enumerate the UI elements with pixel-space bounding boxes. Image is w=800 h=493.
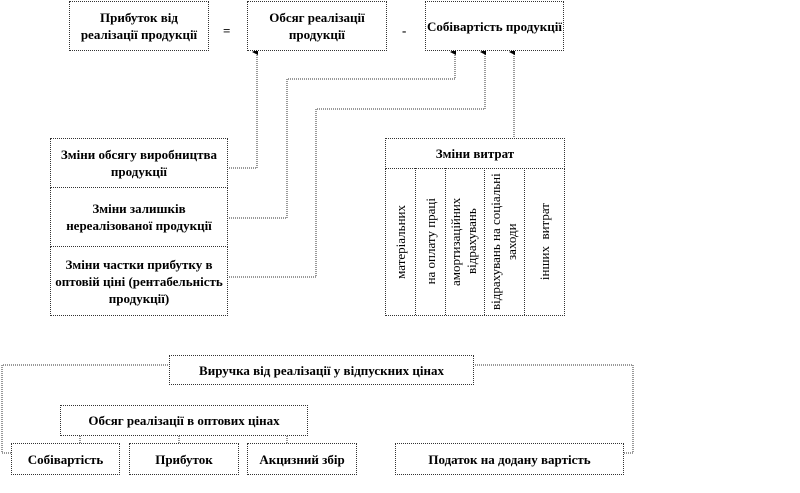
cost-item-label: інших витрат	[537, 202, 552, 281]
connector-revenue-right	[473, 364, 634, 454]
cost-item-materials: матеріальних	[386, 168, 416, 315]
wholesale-label: Обсяг реалізації в оптових цінах	[88, 413, 280, 428]
cost-changes-title: Зміни витрат	[435, 146, 515, 161]
cost-changes-items: матеріальних на оплату праці амортизацій…	[385, 168, 565, 316]
part-excise-box: Акцизний збір	[247, 443, 357, 475]
cost-item-social: відрахувань на соціальні заходи	[485, 168, 525, 315]
factor-label: Зміни залишків нереалізованої продукції	[66, 201, 212, 233]
connector-production-to-sales	[227, 49, 258, 169]
factor-profit-share: Зміни частки прибутку в оптовій ціні (ре…	[50, 246, 228, 316]
equals-sign: =	[223, 23, 231, 38]
part-cost-box: Собівартість	[11, 443, 120, 475]
part-label: Собівартість	[27, 451, 104, 467]
factor-unsold-stock: Зміни залишків нереалізованої продукції	[50, 187, 228, 247]
cost-label: Собівартість продукції	[427, 18, 562, 34]
part-label: Прибуток	[155, 451, 213, 467]
cost-box: Собівартість продукції	[425, 1, 564, 51]
factor-label: Зміни частки прибутку в оптовій ціні (ре…	[55, 256, 223, 306]
cost-changes-header: Зміни витрат	[385, 138, 565, 169]
factor-production-volume: Зміни обсягу виробництва продукції	[50, 138, 228, 188]
cost-item-label: матеріальних	[392, 204, 408, 279]
profit-box: Прибуток від реалізації продукції	[69, 1, 209, 51]
sales-volume-box: Обсяг реалізації продукції	[247, 1, 387, 51]
revenue-box: Виручка від реалізації у відпускних ціна…	[169, 355, 474, 385]
revenue-label: Виручка від реалізації у відпускних ціна…	[199, 362, 444, 378]
cost-item-wages: на оплату праці	[416, 168, 446, 315]
part-label: Акцизний збір	[259, 451, 345, 467]
profit-label: Прибуток від реалізації продукції	[80, 10, 198, 42]
connector-revenue-left	[1, 364, 170, 454]
cost-item-label: амортизаційних відрахувань	[448, 197, 479, 286]
cost-item-other: інших витрат	[525, 168, 565, 315]
vat-label: Податок на додану вартість	[428, 451, 591, 467]
factor-label: Зміни обсягу виробництва продукції	[60, 147, 218, 179]
part-profit-box: Прибуток	[129, 443, 239, 475]
vat-box: Податок на додану вартість	[395, 443, 624, 475]
cost-item-depreciation: амортизаційних відрахувань	[446, 168, 485, 315]
cost-item-label: на оплату праці	[422, 198, 438, 285]
sales-volume-label: Обсяг реалізації продукції	[269, 10, 365, 42]
cost-item-label: відрахувань на соціальні заходи	[487, 173, 519, 310]
wholesale-box: Обсяг реалізації в оптових цінах	[60, 405, 308, 436]
connector-stock-to-cost	[227, 49, 456, 219]
connector-profit-share-to-cost	[227, 49, 486, 278]
minus-sign: -	[402, 23, 407, 38]
